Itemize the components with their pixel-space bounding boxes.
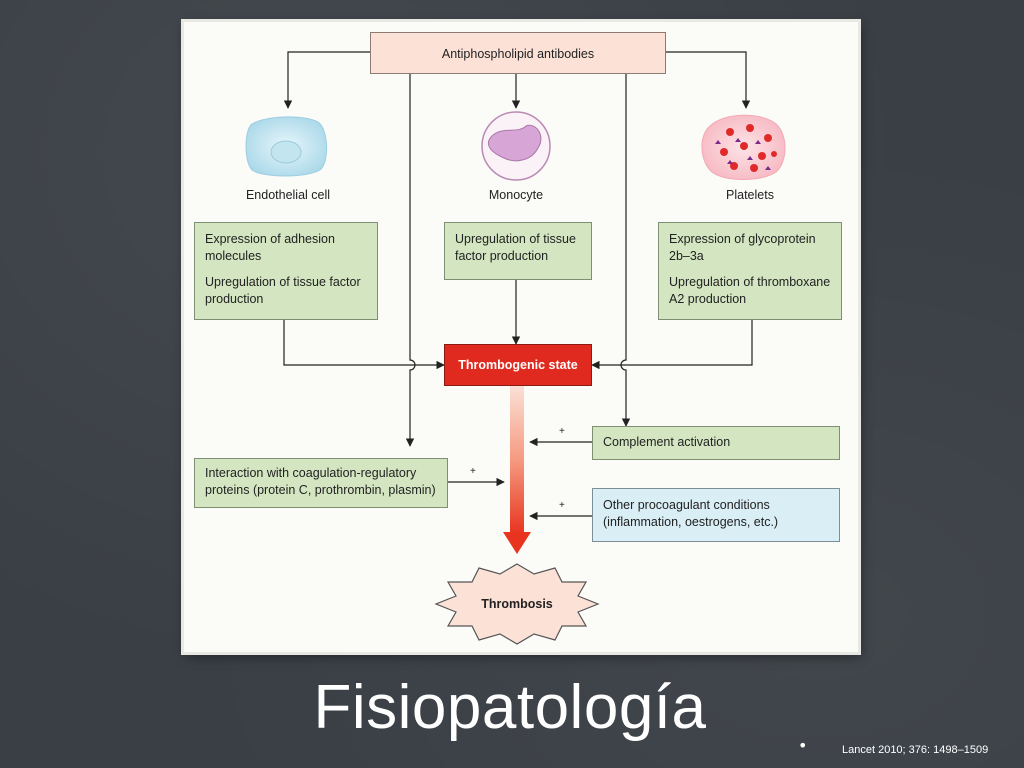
- monocyte-icon: [481, 111, 551, 181]
- arrow-to-platelets: [666, 51, 751, 109]
- diagram-figure: Antiphospholipid antibodies Endothelial …: [184, 22, 858, 652]
- tissue-factor-text: Upregulation of tissue factor production: [205, 275, 361, 306]
- thromboxane-text: Upregulation of thromboxane A2 productio…: [669, 275, 831, 306]
- complement-label: Complement activation: [603, 435, 731, 449]
- arrow-endothelial-to-center: [283, 320, 445, 370]
- coagulation-box: Interaction with coagulation-regulatory …: [194, 458, 448, 508]
- antibodies-box: Antiphospholipid antibodies: [370, 32, 666, 74]
- thrombogenic-state-label: Thrombogenic state: [458, 358, 578, 372]
- monocyte-label: Monocyte: [488, 188, 544, 202]
- progression-arrow: [503, 386, 531, 554]
- coagulation-label: Interaction with coagulation-regulatory …: [205, 466, 436, 497]
- arrow-to-complement: [620, 74, 631, 427]
- modifier-arrows: [448, 437, 592, 521]
- arrow-to-coagulation: [405, 74, 416, 447]
- endothelial-effects-box: Expression of adhesion molecules Upregul…: [194, 222, 378, 320]
- plus-other: +: [559, 500, 565, 511]
- platelets-label: Platelets: [726, 188, 774, 202]
- plus-coagulation: +: [470, 466, 476, 477]
- center-connectors: [283, 280, 753, 370]
- slide-title: Fisiopatología: [313, 673, 707, 742]
- arrow-to-endothelial: [283, 51, 370, 109]
- citation: Lancet 2010; 376: 1498–1509: [842, 744, 989, 756]
- other-conditions-label: Other procoagulant conditions (inflammat…: [603, 498, 779, 529]
- monocyte-effects-text: Upregulation of tissue factor production: [455, 232, 576, 263]
- adhesion-text: Expression of adhesion molecules: [205, 232, 335, 263]
- bullet-icon: •: [798, 736, 808, 755]
- platelet-effects-box: Expression of glycoprotein 2b–3a Upregul…: [658, 222, 842, 320]
- other-conditions-box: Other procoagulant conditions (inflammat…: [592, 488, 840, 542]
- thrombosis-starburst: [434, 563, 600, 645]
- antibodies-label: Antiphospholipid antibodies: [441, 47, 595, 61]
- plus-complement: +: [559, 426, 565, 437]
- monocyte-effects-box: Upregulation of tissue factor production: [444, 222, 592, 280]
- thrombosis-label: Thrombosis: [481, 597, 553, 611]
- diagram-connectors: [245, 51, 786, 645]
- glycoprotein-text: Expression of glycoprotein 2b–3a: [669, 232, 816, 263]
- platelets-icon: [701, 114, 786, 180]
- arrow-platelets-to-center: [591, 320, 753, 370]
- complement-box: Complement activation: [592, 426, 840, 460]
- thrombogenic-state-box: Thrombogenic state: [444, 344, 592, 386]
- endothelial-cell-label: Endothelial cell: [245, 188, 331, 202]
- endothelial-cell-icon: [245, 116, 327, 177]
